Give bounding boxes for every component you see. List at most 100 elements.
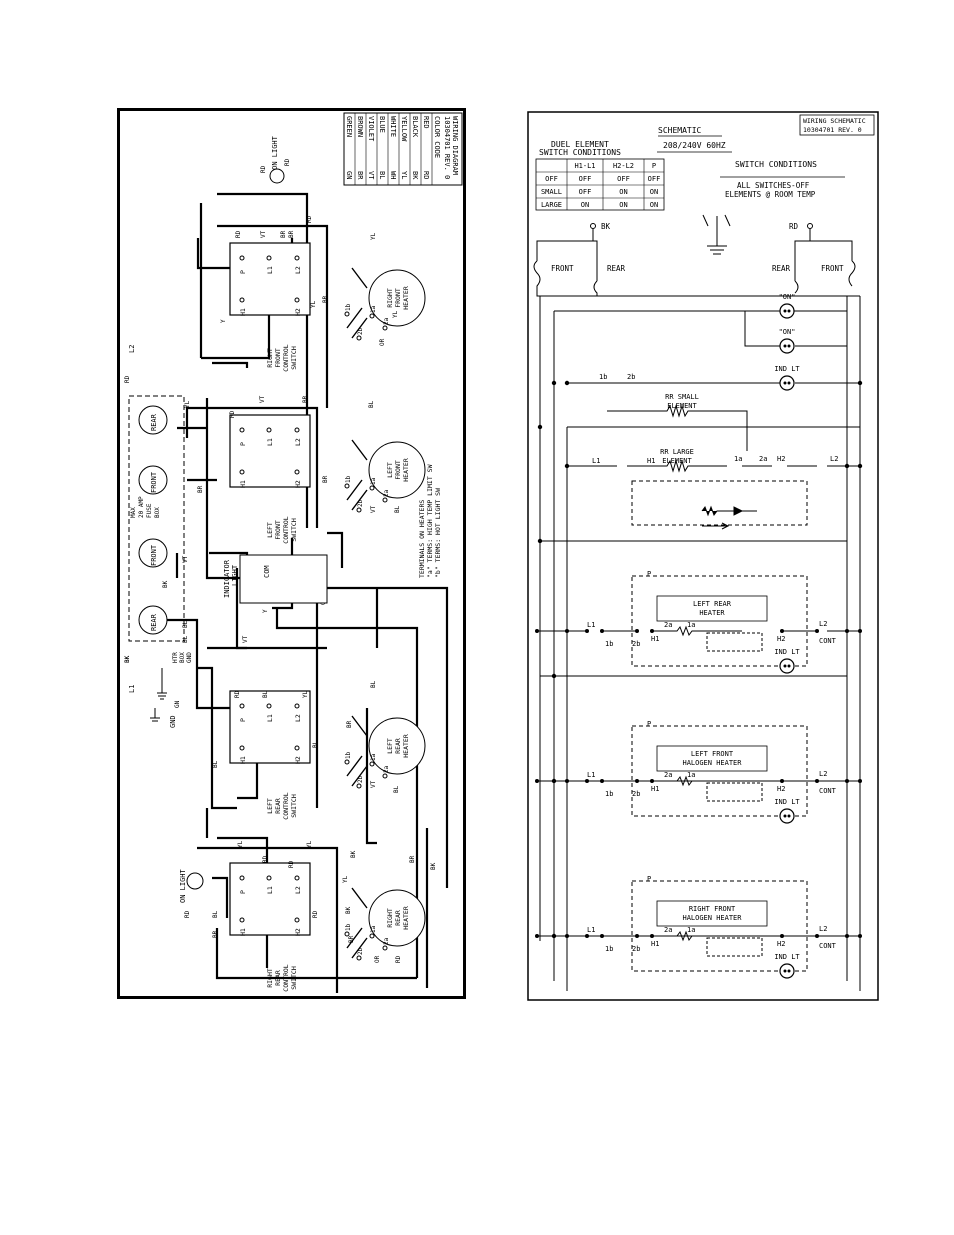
wire-code-label: VT: [260, 230, 267, 238]
heater-terminal-label: H2: [777, 785, 785, 793]
heater-terminal-label: P: [647, 875, 651, 883]
switch-terminal: [239, 427, 245, 433]
wire-code-label: BL: [182, 620, 189, 628]
schematic-header-box: [799, 114, 875, 136]
heater-terminal: [369, 761, 375, 767]
heater-terminal-label: 1b: [345, 923, 352, 931]
switch-body: [229, 690, 311, 764]
junction-dot: [815, 779, 819, 783]
switch-terminal: [239, 469, 245, 475]
color-code-code: RD: [422, 171, 430, 179]
wire-code-label: BR: [302, 395, 309, 403]
switch-terminal: [266, 703, 272, 709]
bus-junction-dot: [564, 463, 570, 469]
heater-terminal-label: L2: [819, 770, 827, 778]
all-switches-off: ALL SWITCHES-OFF: [737, 181, 810, 190]
wire-code-label: RD: [229, 410, 236, 418]
junction-dot: [585, 779, 589, 783]
junction-dot: [845, 934, 849, 938]
switch-terminal: [266, 427, 272, 433]
bus-junction-dot: [537, 538, 543, 544]
heater-terminal: [382, 325, 388, 331]
heater-block-label: HEATER: [699, 609, 725, 617]
switch-terminal: [266, 255, 272, 261]
color-code-code: BL: [378, 171, 386, 179]
wire-code-rd-onlight: RD: [260, 165, 267, 173]
rear-right-label: REAR: [772, 264, 791, 273]
lamp-label: IND LT: [774, 798, 800, 806]
rd-l2: RD: [124, 375, 131, 383]
schematic-terminal-label: 1a: [734, 455, 742, 463]
wire-code-label: BL: [393, 785, 400, 793]
heater-terminal-label: H1: [651, 635, 659, 643]
wire-code-label: YL: [302, 690, 309, 698]
heater-terminal-label: 1b: [345, 475, 352, 483]
heater-terminal-label: 1a: [370, 305, 377, 313]
wire-code-label: BK: [162, 580, 169, 588]
heater-label-box: [656, 745, 768, 772]
heater-terminal: [356, 783, 362, 789]
wire-code-label: RD: [234, 690, 241, 698]
junction-dot: [565, 629, 569, 633]
lamp-circle: [779, 808, 795, 824]
lamp-dot: [787, 814, 791, 818]
cond-cell: ON: [650, 188, 658, 196]
on-light-top: [269, 168, 285, 184]
heater-terminal-label: 1a: [370, 925, 377, 933]
heater-dashed-box: [631, 725, 808, 817]
wire-code-label: BL: [262, 690, 269, 698]
junction-dot: [635, 629, 639, 633]
wire-code-label: YL: [392, 310, 399, 318]
junction-dot: [650, 629, 654, 633]
cond-cell: OFF: [648, 175, 661, 183]
switch-terminal: [239, 255, 245, 261]
junction-dot: [535, 934, 539, 938]
lamp-dot: [783, 814, 787, 818]
junction-dot: [780, 779, 784, 783]
fuse-rear-top: [138, 405, 168, 435]
schematic-terminal-label: H2: [777, 455, 785, 463]
cond-cell: LARGE: [541, 201, 562, 209]
bus-junction-dot: [564, 380, 570, 386]
heater-circle: [368, 889, 426, 947]
wire-code-label: BL: [182, 635, 189, 643]
switch-terminal-label: H2: [294, 480, 302, 488]
on-light-top-label: ON LIGHT: [271, 135, 279, 170]
wire-code-label: RD: [235, 230, 242, 238]
heater-label: HEATER: [402, 286, 410, 310]
switch-label: FRONT: [274, 520, 282, 540]
indicator-light-box: [239, 554, 328, 604]
schematic-bus: [533, 229, 861, 991]
switch-terminal: [294, 917, 300, 923]
heater-terminal-label: L2: [819, 620, 827, 628]
wire-code-label: YL: [184, 400, 191, 408]
rr-large-element: [567, 459, 860, 473]
wire-code-label: VT: [370, 505, 377, 513]
schematic-voltage: 208/240V 60HZ: [663, 141, 726, 150]
heater-terminal-label: 2a: [664, 771, 672, 779]
thermal-arrow: [702, 522, 730, 530]
fuse-word: FUSE: [146, 503, 153, 518]
heater-terminal-label: 2b: [357, 947, 364, 955]
wire-code-label: VT: [259, 395, 266, 403]
gnd-sub-label: GND: [186, 652, 193, 663]
heater-terminal-label: CONT: [819, 942, 837, 950]
switch-terminal: [266, 875, 272, 881]
element-dashed: [706, 937, 763, 957]
lamp-label: "ON": [779, 328, 796, 336]
heater-block-label: LEFT FRONT: [691, 750, 734, 758]
thermal-element: [701, 505, 757, 517]
switch-label: FRONT: [274, 348, 282, 368]
heater-label: HEATER: [402, 734, 410, 758]
switch-label: CONTROL: [282, 964, 290, 991]
bk-terminal: [590, 223, 596, 229]
com-label: COM: [263, 565, 271, 578]
junction-dot: [780, 934, 784, 938]
switch-label: RIGHT: [266, 348, 274, 368]
junction-dot: [585, 934, 589, 938]
color-code-name: RED: [422, 116, 430, 129]
wire-code-label: BR: [197, 485, 204, 493]
switch-label: RIGHT: [266, 968, 274, 988]
heater-terminal: [369, 313, 375, 319]
